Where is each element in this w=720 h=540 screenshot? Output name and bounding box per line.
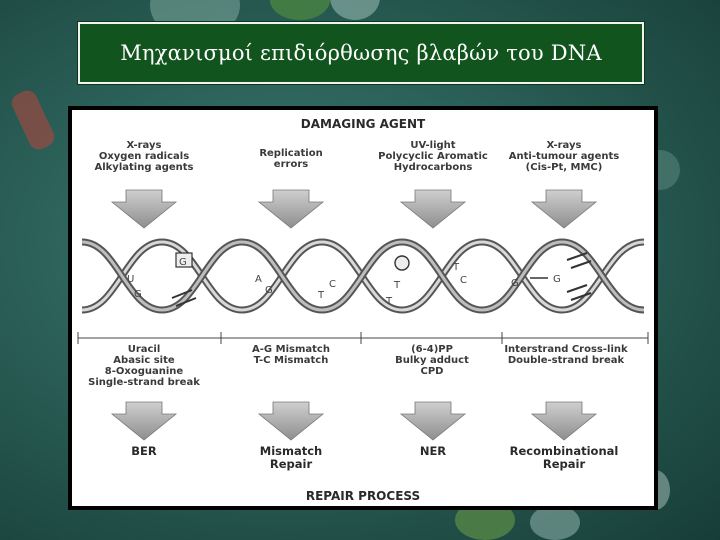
agent-label: X-rays — [127, 140, 162, 151]
base-letter: T — [317, 290, 325, 301]
base-letter: G — [553, 274, 561, 285]
agent-label: UV-light — [410, 140, 455, 151]
bulky-adduct-mark — [394, 255, 410, 271]
agent-label: Hydrocarbons — [394, 162, 473, 173]
slide-title: Μηχανισμοί επιδιόρθωσης βλαβών του DNA — [120, 41, 602, 65]
lesion-label: 8-Oxoguanine — [105, 366, 184, 377]
dna-repair-diagram: DAMAGING AGENT X-rays Oxygen radicals Al… — [72, 110, 654, 506]
down-arrow-icon — [530, 401, 598, 441]
repair-label: Mismatch — [260, 444, 322, 458]
base-letter: T — [393, 280, 401, 291]
background-decoration — [270, 0, 330, 20]
repair-label: Repair — [543, 457, 586, 471]
base-letter: C — [329, 279, 336, 290]
slide-title-box: Μηχανισμοί επιδιόρθωσης βλαβών του DNA — [78, 22, 644, 84]
agent-label: (Cis-Pt, MMC) — [526, 162, 603, 173]
repair-process-header: REPAIR PROCESS — [306, 489, 420, 503]
repair-label: Recombinational — [510, 444, 619, 458]
lesion-label: Double-strand break — [508, 355, 625, 366]
agent-label: errors — [274, 159, 308, 170]
lesion-label: T-C Mismatch — [254, 355, 329, 366]
background-decoration — [530, 505, 580, 540]
agent-label: Replication — [259, 148, 322, 159]
down-arrow-icon — [399, 189, 467, 229]
down-arrow-icon — [257, 401, 325, 441]
base-letter: C — [460, 275, 467, 286]
dna-helix — [81, 238, 645, 314]
lesion-label: A-G Mismatch — [252, 344, 330, 355]
lesion-label: CPD — [421, 366, 444, 377]
base-letter: G — [265, 285, 273, 296]
background-decoration — [8, 87, 58, 153]
repair-label: Repair — [270, 457, 313, 471]
base-letter: T — [452, 262, 460, 273]
dna-strand-b-highlight — [81, 240, 645, 312]
lesion-label: Single-strand break — [88, 377, 200, 388]
base-letter: U — [127, 274, 134, 285]
agent-label: Polycyclic Aromatic — [378, 151, 488, 162]
single-strand-break-mark — [171, 289, 197, 307]
repair-label: BER — [131, 444, 157, 458]
lesion-label: Abasic site — [113, 355, 175, 366]
double-strand-break-mark — [566, 252, 592, 301]
lesion-label: (6-4)PP — [411, 344, 453, 355]
lesion-label: Interstrand Cross-link — [504, 344, 628, 355]
dna-repair-figure: DAMAGING AGENT X-rays Oxygen radicals Al… — [68, 106, 658, 510]
agent-label: Anti-tumour agents — [509, 151, 620, 162]
agent-label: Alkylating agents — [94, 162, 193, 173]
base-letter: G — [179, 257, 187, 268]
agent-label: X-rays — [547, 140, 582, 151]
base-letter: G — [134, 289, 142, 300]
down-arrow-icon — [110, 189, 178, 229]
down-arrow-icon — [110, 401, 178, 441]
down-arrow-icon — [530, 189, 598, 229]
agent-label: Oxygen radicals — [99, 151, 189, 162]
down-arrow-icon — [257, 189, 325, 229]
damaging-agent-header: DAMAGING AGENT — [301, 117, 426, 131]
base-letter: G — [511, 278, 519, 289]
base-letter: T — [385, 296, 393, 307]
down-arrow-icon — [399, 401, 467, 441]
oxoguanine-lesion-mark — [175, 252, 193, 268]
lesion-label: Bulky adduct — [395, 355, 469, 366]
lesion-bracket — [77, 332, 649, 344]
base-letter: A — [255, 274, 262, 285]
repair-label: NER — [420, 444, 446, 458]
background-decoration — [330, 0, 380, 20]
lesion-label: Uracil — [128, 344, 161, 355]
